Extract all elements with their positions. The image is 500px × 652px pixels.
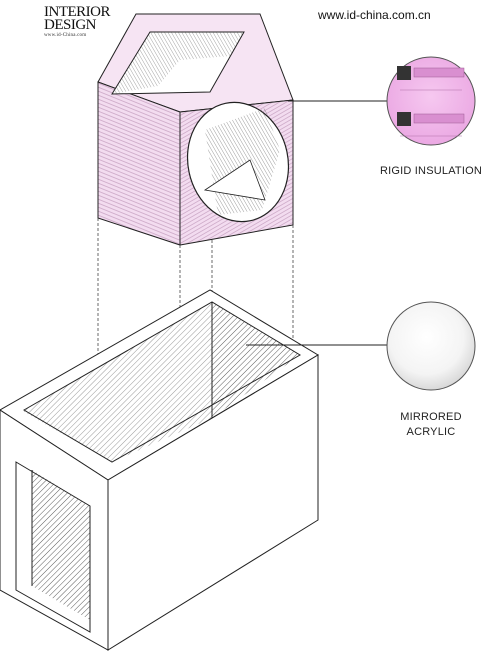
inner-wall-back (212, 302, 300, 418)
logo-line-design: DESIGN (44, 17, 97, 33)
mirrored-acrylic-label-line1: MIRRORED (400, 411, 462, 423)
rigid-insulation-swatch (386, 56, 476, 146)
rigid-insulation-label: RIGID INSULATION (379, 165, 482, 177)
mirrored-acrylic-swatch (386, 301, 476, 391)
mirrored-acrylic-label-line2: ACRYLIC (406, 426, 456, 438)
interior-design-logo: INTERIOR DESIGN www.id-China.com (44, 4, 124, 40)
box-right-face (107, 354, 319, 651)
logo-subline: www.id-China.com (44, 33, 87, 38)
site-url-watermark: www.id-china.com.cn (318, 8, 431, 22)
rigid-insulation-block (97, 13, 294, 246)
mirrored-box (0, 289, 319, 651)
logo-line-interior: INTERIOR (44, 4, 111, 20)
inner-wall-left (24, 302, 212, 462)
mirrored-acrylic-label: MIRRORED ACRYLIC (378, 410, 484, 440)
doorway-mirror-hatch (32, 470, 90, 620)
top-opening-inner (112, 32, 244, 94)
